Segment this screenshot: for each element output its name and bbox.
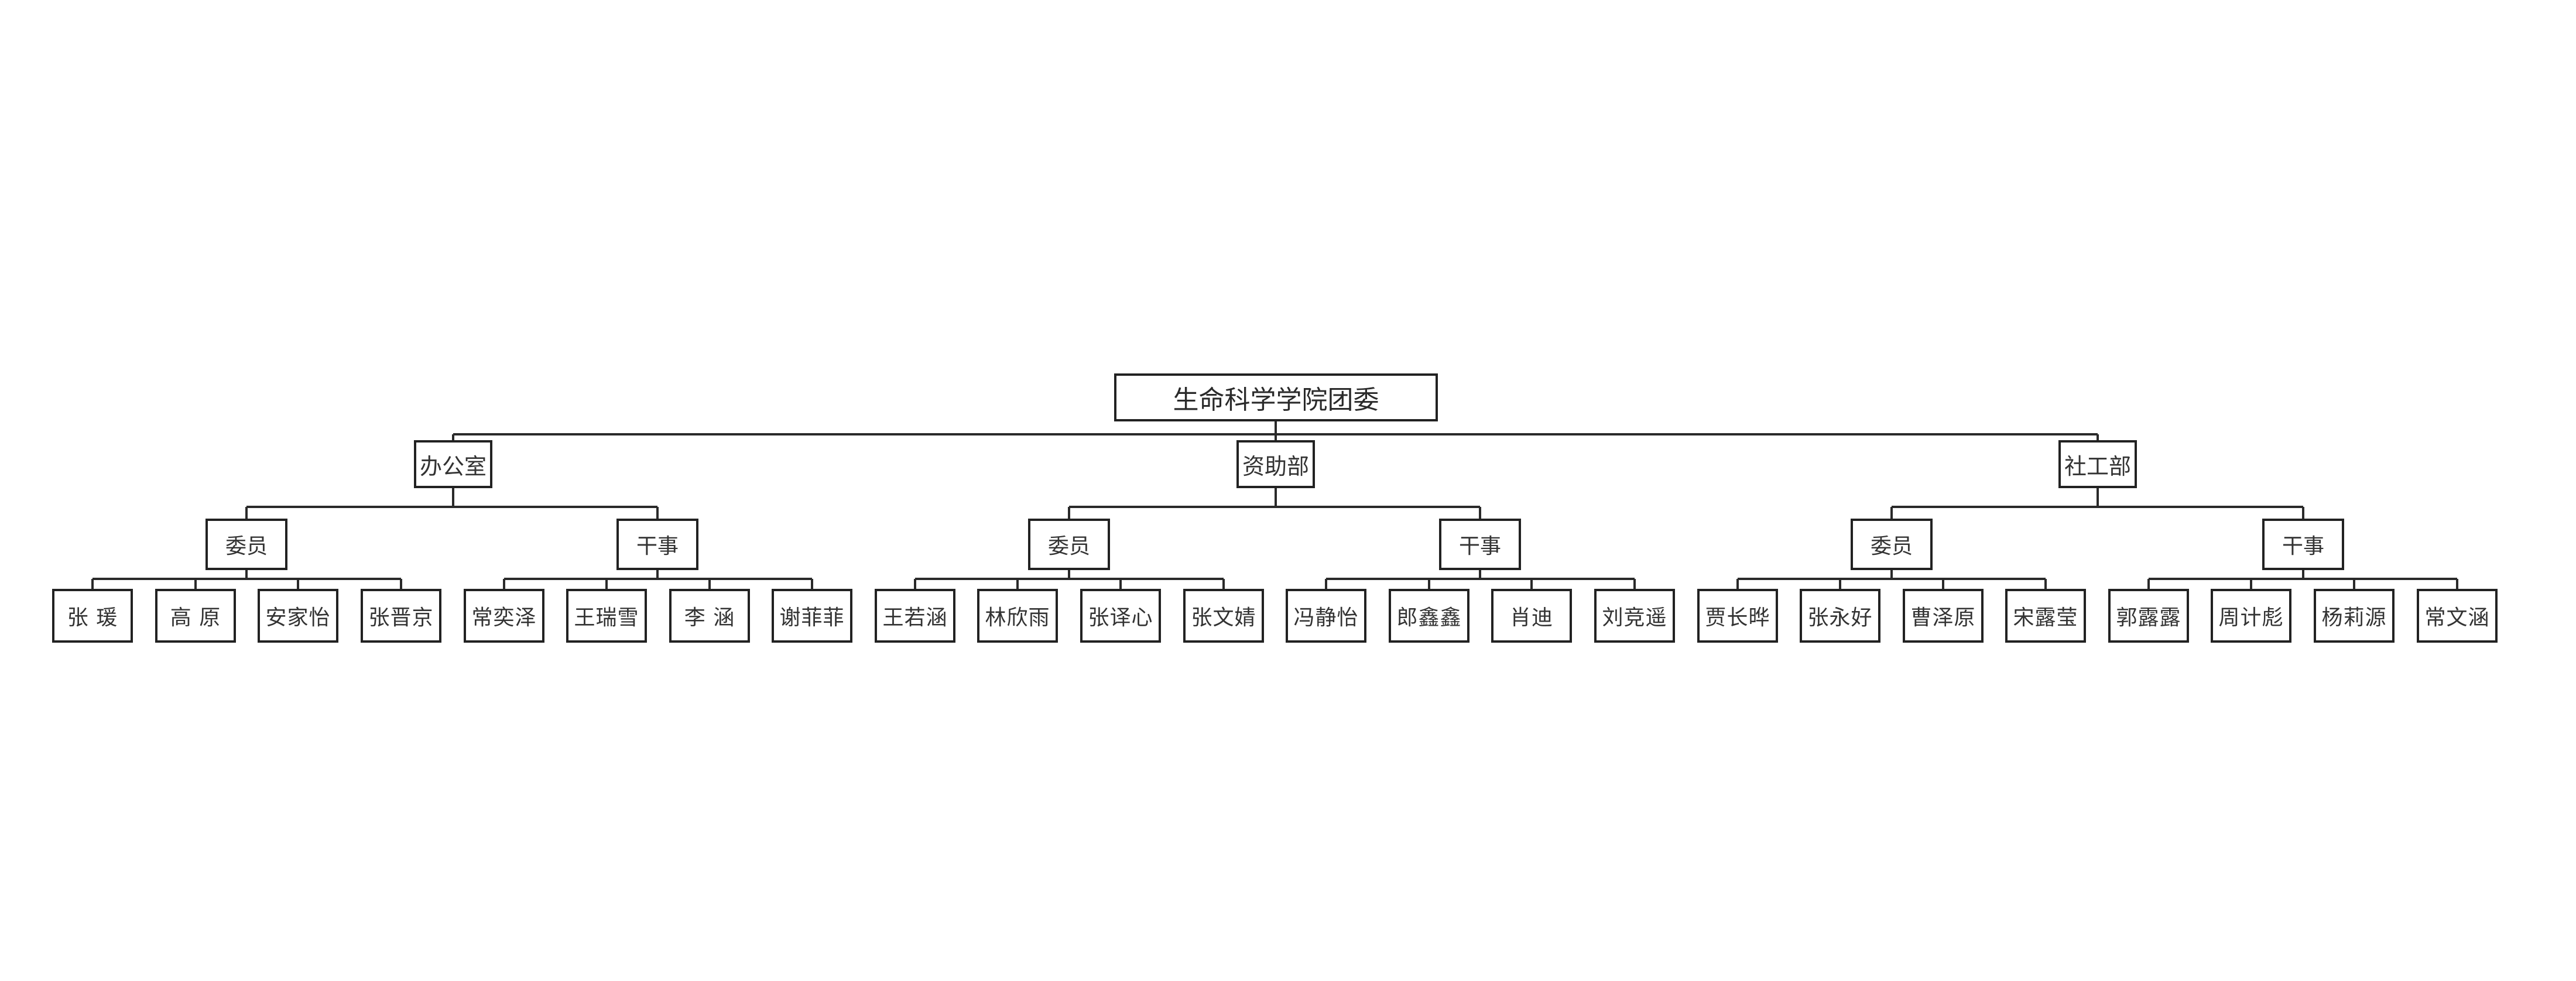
member-box: 张永好 — [1800, 589, 1880, 643]
org-root: 生命科学学院团委 — [1114, 373, 1438, 421]
department-box: 社工部 — [2058, 440, 2137, 488]
member-box: 张晋京 — [361, 589, 441, 643]
member-box: 郎鑫鑫 — [1389, 589, 1469, 643]
member-box: 杨莉源 — [2314, 589, 2395, 643]
member-box: 高 原 — [155, 589, 236, 643]
department-box: 资助部 — [1236, 440, 1315, 488]
role-box: 干事 — [616, 519, 698, 570]
role-box: 干事 — [2262, 519, 2344, 570]
member-box: 贾长晔 — [1697, 589, 1778, 643]
member-box: 王若涵 — [875, 589, 955, 643]
role-box: 委员 — [205, 519, 287, 570]
member-box: 王瑞雪 — [566, 589, 647, 643]
role-box: 委员 — [1028, 519, 1110, 570]
member-box: 周计彪 — [2211, 589, 2291, 643]
member-box: 李 涵 — [669, 589, 750, 643]
member-box: 冯静怡 — [1286, 589, 1366, 643]
member-box: 常奕泽 — [464, 589, 544, 643]
department-box: 办公室 — [414, 440, 492, 488]
member-box: 张文婧 — [1183, 589, 1264, 643]
member-box: 刘竞遥 — [1594, 589, 1675, 643]
member-box: 谢菲菲 — [772, 589, 852, 643]
role-box: 委员 — [1851, 519, 1933, 570]
member-box: 肖迪 — [1491, 589, 1572, 643]
member-box: 曹泽原 — [1903, 589, 1984, 643]
member-box: 林欣雨 — [977, 589, 1058, 643]
member-box: 安家怡 — [258, 589, 338, 643]
role-box: 干事 — [1439, 519, 1521, 570]
member-box: 张译心 — [1080, 589, 1161, 643]
member-box: 郭露露 — [2108, 589, 2189, 643]
member-box: 张 瑗 — [52, 589, 133, 643]
member-box: 宋露莹 — [2005, 589, 2086, 643]
member-box: 常文涵 — [2417, 589, 2498, 643]
